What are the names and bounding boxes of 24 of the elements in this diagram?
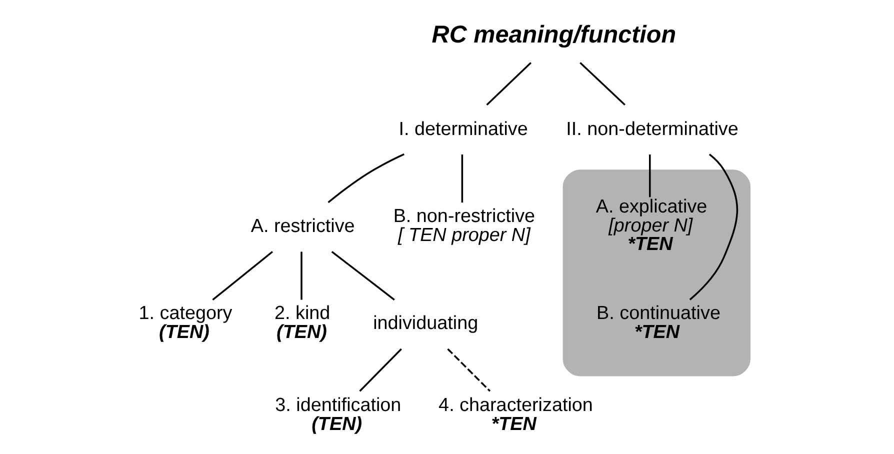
connector [447,348,491,392]
node-text: II. non-determinative [566,118,738,140]
connector [580,62,626,106]
connector [486,62,532,106]
node-text: A. restrictive [250,216,355,237]
connector [689,154,738,300]
connector [649,154,651,198]
node-text: B. non-restrictive [ TEN proper N] [393,206,536,246]
connector [331,251,395,300]
connector [328,153,404,204]
node-text: B. continuative *TEN [596,303,720,343]
node-text: I. determinative [398,118,528,140]
node-text: A. explicative [proper N] *TEN [596,196,708,256]
connector [212,251,274,300]
node-text: RC meaning/function [432,22,676,49]
node-text: 1. category (TEN) [138,303,232,343]
cluster [562,170,750,376]
node-text: 2. kind (TEN) [274,303,330,343]
connector [461,154,464,203]
connector [359,348,402,392]
node-text: 4. characterization *TEN [438,394,593,435]
node-text: individuating [373,313,478,334]
connector [300,252,302,300]
node-text: 3. identification (TEN) [275,394,402,435]
